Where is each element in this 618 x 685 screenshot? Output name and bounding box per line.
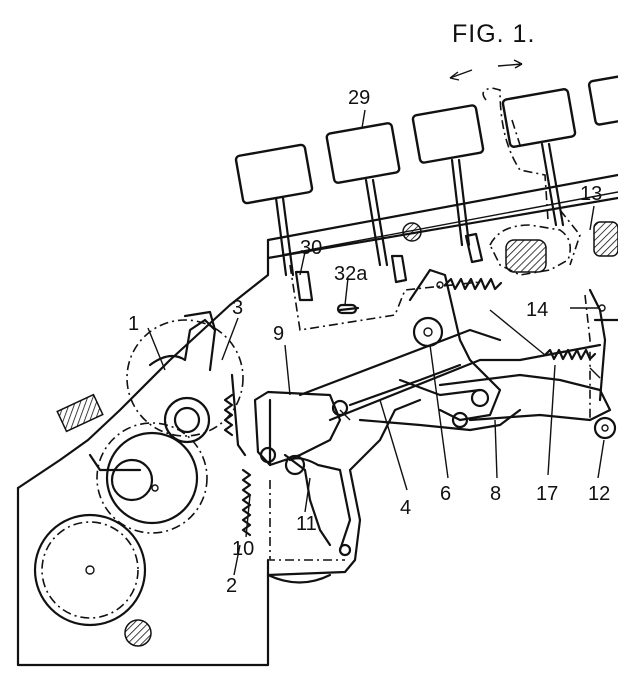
key-top xyxy=(411,104,485,164)
leader-lines xyxy=(147,109,605,576)
reference-numerals: 1 2 3 4 6 8 9 10 11 12 13 14 17 29 30 32… xyxy=(128,87,610,597)
pin xyxy=(124,619,152,647)
pivot xyxy=(451,411,469,429)
frame-curve xyxy=(266,573,332,584)
label-2: 2 xyxy=(226,575,237,597)
label-1: 1 xyxy=(128,313,139,335)
key-top xyxy=(234,143,314,205)
axle xyxy=(85,565,95,575)
axle xyxy=(151,484,159,492)
pivot-12 xyxy=(593,416,617,440)
label-3: 3 xyxy=(232,297,243,319)
gear-hub xyxy=(173,406,201,434)
key-top xyxy=(501,88,577,148)
pivot-12-hub xyxy=(601,424,609,432)
stud-14 xyxy=(598,304,606,312)
pivot xyxy=(259,446,277,464)
roller xyxy=(110,458,154,502)
hatched-parts xyxy=(56,221,618,647)
machine-frame xyxy=(16,173,618,667)
label-13: 13 xyxy=(580,183,602,205)
label-14: 14 xyxy=(526,299,548,321)
key-top xyxy=(587,74,618,126)
label-11: 11 xyxy=(296,513,317,535)
cam-outline xyxy=(489,224,571,276)
large-wheel xyxy=(33,513,147,627)
rear-links xyxy=(438,288,618,440)
spring-anchor xyxy=(436,281,444,289)
lever-arms xyxy=(253,390,352,557)
label-9: 9 xyxy=(273,323,284,345)
pivot xyxy=(284,454,306,476)
central-lever xyxy=(408,268,502,429)
plate-outline xyxy=(269,480,345,561)
key-row xyxy=(234,74,618,277)
label-29: 29 xyxy=(348,87,370,109)
label-4: 4 xyxy=(400,497,411,519)
label-6: 6 xyxy=(440,483,451,505)
key-top xyxy=(325,122,401,184)
pivot xyxy=(338,543,352,557)
gear xyxy=(163,396,211,444)
drum xyxy=(105,431,199,525)
latch-block xyxy=(505,239,547,273)
figure-title: FIG. 1. xyxy=(452,20,535,48)
drum-outline xyxy=(96,422,208,534)
latch-block xyxy=(593,221,618,257)
sector-gear-outline xyxy=(126,319,244,437)
cam-outline xyxy=(559,209,581,266)
pivot xyxy=(470,388,490,408)
pin xyxy=(402,222,422,242)
label-32a: 32a xyxy=(334,263,368,285)
pivot-6-hub xyxy=(423,327,433,337)
stop-block xyxy=(56,393,104,433)
slot-links xyxy=(289,232,484,331)
direction-arrows xyxy=(449,59,523,81)
key-travel-outline xyxy=(511,119,521,146)
roller-assembly xyxy=(33,310,247,627)
label-12: 12 xyxy=(588,483,610,505)
label-10: 10 xyxy=(232,538,254,560)
pivot-6 xyxy=(412,316,444,348)
large-wheel-outline xyxy=(41,521,139,619)
label-17: 17 xyxy=(536,483,558,505)
key-travel-outline xyxy=(482,87,549,221)
springs xyxy=(443,277,601,379)
rack xyxy=(241,468,252,537)
label-30: 30 xyxy=(300,237,322,259)
label-8: 8 xyxy=(490,483,501,505)
